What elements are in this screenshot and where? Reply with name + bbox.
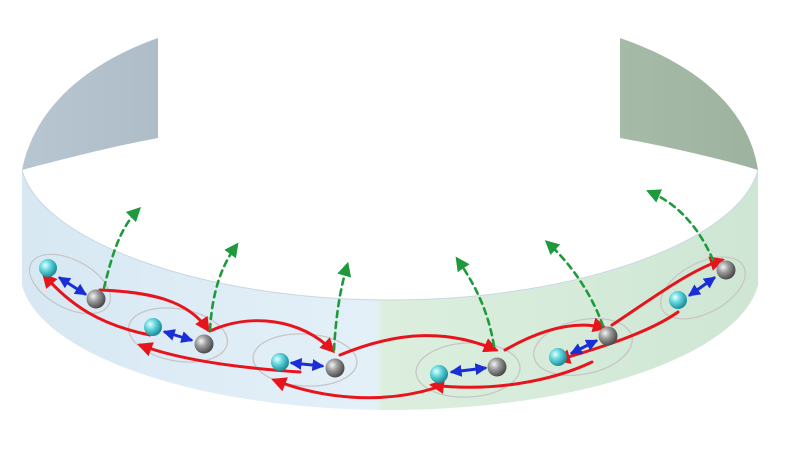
transfer-arrow (98, 288, 210, 333)
transfer-arrow (555, 310, 680, 364)
emission-arrow (455, 256, 496, 348)
transfer-arrow (338, 334, 499, 357)
transfer-arrow (503, 317, 608, 352)
cyan-atom (144, 318, 162, 336)
transfer-arrow (429, 360, 594, 394)
pair-ellipse-3 (252, 333, 358, 387)
front-band-top-edge (21, 169, 759, 301)
gray-atom (598, 326, 618, 346)
emission-arrows (102, 189, 715, 352)
atoms (39, 259, 736, 383)
gray-atom (325, 358, 345, 378)
gray-atom (487, 357, 507, 377)
transfer-arrow (271, 377, 437, 400)
pair-ellipses (28, 253, 746, 398)
bond-arrow (569, 339, 599, 355)
cyan-atom (430, 365, 448, 383)
pair-ellipse-1 (28, 253, 112, 315)
cyan-atom (271, 353, 289, 371)
cyan-atom (549, 348, 567, 366)
emission-arrow (544, 240, 605, 328)
emission-arrow (208, 242, 239, 332)
front-band (22, 170, 758, 410)
bond-arrow (688, 276, 716, 297)
bond-arrow (57, 276, 88, 296)
pair-ellipse-2 (127, 307, 229, 363)
emission-arrow (332, 261, 352, 352)
back-wall-left (22, 38, 158, 170)
transfer-arrow (42, 272, 152, 337)
emission-arrow (102, 206, 142, 290)
pair-ellipse-6 (660, 256, 746, 320)
transfer-arrow (610, 256, 725, 327)
transfer-arrows (42, 256, 725, 400)
bond-arrow (162, 329, 194, 343)
bond-arrow (289, 357, 325, 372)
gray-atom (716, 260, 736, 280)
bond-arrow (449, 363, 488, 377)
pair-ellipse-4 (415, 342, 521, 398)
gray-atom (194, 334, 214, 354)
bond-arrows (57, 276, 716, 377)
emission-arrow (646, 189, 715, 262)
back-wall-right (620, 38, 758, 170)
cyan-atom (39, 259, 57, 277)
transfer-arrow (208, 319, 336, 354)
cyan-atom (669, 291, 687, 309)
gray-atom (86, 289, 106, 309)
